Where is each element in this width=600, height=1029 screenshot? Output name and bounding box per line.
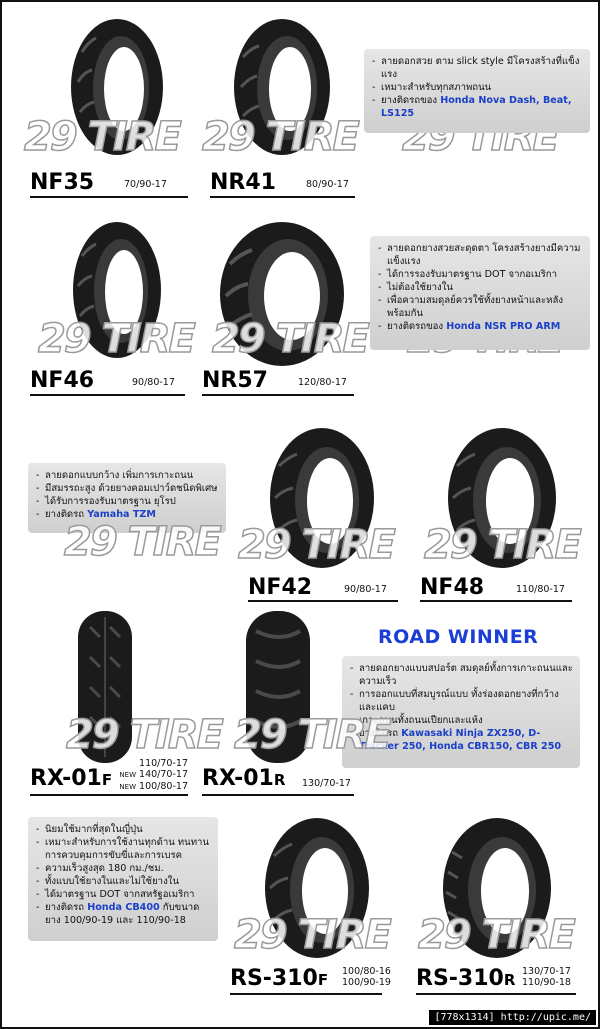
model-size-nf42: 90/80-17: [344, 584, 387, 595]
model-name-nf48: NF48: [420, 575, 485, 600]
feature-fitment: ยางติดรถ Honda CB400 กับขนาดยาง 100/90-1…: [36, 901, 212, 927]
feature-item: ลายดอกสวย ตาม slick style มีโครงสร้างที่…: [372, 55, 584, 81]
watermark: 29 TIRE: [201, 113, 360, 161]
model-sizes-rs310r: 130/70-17 110/90-18: [522, 966, 571, 988]
model-sizes-rs310f: 100/80-16 100/90-19: [342, 966, 391, 988]
tire-image-rs310r: [443, 818, 551, 958]
tire-image-nf46: [73, 222, 161, 358]
underline: [30, 394, 185, 396]
watermark: 29 TIRE: [417, 911, 576, 959]
underline: [202, 394, 354, 396]
tire-image-nr41: [234, 19, 330, 155]
model-name-nf42: NF42: [248, 575, 313, 600]
watermark: 29 TIRE: [63, 518, 222, 566]
road-winner-heading: ROAD WINNER: [378, 626, 539, 648]
tire-image-nf48: [448, 428, 556, 568]
model-suffix: F: [101, 771, 113, 789]
model-size-nr57: 120/80-17: [298, 377, 347, 388]
model-size-rx01r: 130/70-17: [302, 778, 351, 789]
feature-item: เหมาะสำหรับการใช้งานทุกด้าน ทนทาน การควบ…: [36, 836, 212, 862]
underline: [210, 196, 355, 198]
feature-item: นิยมใช้มากที่สุดในญี่ปุ่น: [36, 823, 212, 836]
model-size-nf46: 90/80-17: [132, 377, 175, 388]
feature-item: ลายดอกแบบกว้าง เพิ่มการเกาะถนน: [36, 469, 220, 482]
watermark: 29 TIRE: [37, 315, 196, 363]
watermark: 29 TIRE: [233, 911, 392, 959]
tire-image-rx01f: [78, 611, 132, 763]
feature-item: ได้การรองรับมาตรฐาน DOT จากอเมริกา: [378, 268, 584, 281]
feature-item: ทั้งแบบใช้ยางในและไม่ใช้ยางใน: [36, 875, 212, 888]
watermark: 29 TIRE: [65, 711, 224, 759]
feature-fitment: ยางติดรถของ Honda Nova Dash, Beat, LS125: [372, 94, 584, 120]
fitment-models: Honda NSR PRO ARM: [446, 321, 561, 332]
model-size-nf48: 110/80-17: [516, 584, 565, 595]
underline: [248, 600, 398, 602]
feature-item: ความเร็วสูงสุด 180 กม./ชม.: [36, 862, 212, 875]
feature-fitment: ยางติดรถ Kawasaki Ninja ZX250, D-Tracker…: [350, 727, 574, 753]
watermark: 29 TIRE: [423, 521, 582, 569]
model-suffix: F: [317, 971, 329, 989]
tire-image-nf35: [71, 19, 163, 155]
tire-image-nf42: [270, 428, 374, 568]
feature-item: เกาะถนนทั้งถนนเปียกและแห้ง: [350, 714, 574, 727]
model-name-nf46: NF46: [30, 368, 95, 393]
underline: [30, 196, 188, 198]
fitment-models: Yamaha TZM: [87, 509, 156, 520]
feature-fitment: ยางติดรถ Yamaha TZM: [36, 508, 220, 521]
model-name-nf35: NF35: [30, 170, 95, 195]
feature-box-rs310: นิยมใช้มากที่สุดในญี่ปุ่น เหมาะสำหรับการ…: [28, 817, 218, 941]
model-suffix: R: [273, 771, 286, 789]
model-name-rx01f: RX-01F: [30, 766, 113, 791]
feature-item: ไม่ต้องใช้ยางใน: [378, 281, 584, 294]
feature-item: ลายดอกยางสวยสะดุดตา โครงสร้างยางมีความแข…: [378, 242, 584, 268]
model-suffix: R: [503, 971, 516, 989]
tire-image-nr57: [220, 222, 344, 366]
model-name-rs310f: RS-310F: [230, 966, 329, 991]
feature-fitment: ยางติดรถของ Honda NSR PRO ARM: [378, 320, 584, 333]
watermark: 29 TIRE: [211, 315, 370, 363]
new-tag: NEW: [119, 771, 137, 779]
tire-image-rs310f: [265, 818, 369, 958]
model-sizes-rx01f: 110/70-17 NEW 140/70-17 NEW 100/80-17: [119, 758, 188, 792]
feature-box-nf46-nr57: ลายดอกยางสวยสะดุดตา โครงสร้างยางมีความแข…: [370, 236, 590, 350]
feature-item: ได้รับการรองรับมาตรฐาน ยุโรป: [36, 495, 220, 508]
underline: [416, 993, 576, 995]
feature-item: ได้มาตรฐาน DOT จากสหรัฐอเมริกา: [36, 888, 212, 901]
underline: [30, 794, 188, 796]
watermark: 29 TIRE: [233, 711, 392, 759]
fitment-models: Honda Nova Dash, Beat, LS125: [381, 95, 572, 119]
model-size-nf35: 70/90-17: [124, 179, 167, 190]
feature-item: เพื่อความสมดุลย์ควรใช้ทั้งยางหน้าและหลัง…: [378, 294, 584, 320]
feature-item: เหมาะสำหรับทุกสภาพถนน: [372, 81, 584, 94]
feature-box-nf42-nf48: ลายดอกแบบกว้าง เพิ่มการเกาะถนน มีสมรรถะส…: [28, 463, 226, 533]
model-name-rx01r: RX-01R: [202, 766, 286, 791]
feature-box-rx01: ลายดอกยางแบบสปอร์ต สมดุลย์ทั้งการเกาะถนน…: [342, 656, 580, 768]
feature-item: มีสมรรถะสูง ด้วยยางคอมเปาว์ดชนิดพิเศษ: [36, 482, 220, 495]
watermark: 29 TIRE: [237, 521, 396, 569]
watermark: 29 TIRE: [23, 113, 182, 161]
new-tag: NEW: [119, 783, 137, 791]
tire-image-rx01r: [246, 611, 310, 763]
model-size-nr41: 80/90-17: [306, 179, 349, 190]
fitment-models: Kawasaki Ninja ZX250, D-Tracker 250, Hon…: [359, 728, 562, 752]
model-name-nr41: NR41: [210, 170, 276, 195]
underline: [202, 794, 354, 796]
underline: [420, 600, 572, 602]
fitment-models: Honda CB400: [87, 902, 160, 913]
underline: [230, 993, 382, 995]
feature-item: การออกแบบที่สมบูรณ์แบบ ทั้งร่องดอกยางที่…: [350, 688, 574, 714]
model-name-rs310r: RS-310R: [416, 966, 516, 991]
feature-box-nf35-nr41: ลายดอกสวย ตาม slick style มีโครงสร้างที่…: [364, 49, 590, 133]
image-host-footer[interactable]: [778x1314] http://upic.me/: [429, 1010, 596, 1025]
model-name-nr57: NR57: [202, 368, 268, 393]
feature-item: ลายดอกยางแบบสปอร์ต สมดุลย์ทั้งการเกาะถนน…: [350, 662, 574, 688]
